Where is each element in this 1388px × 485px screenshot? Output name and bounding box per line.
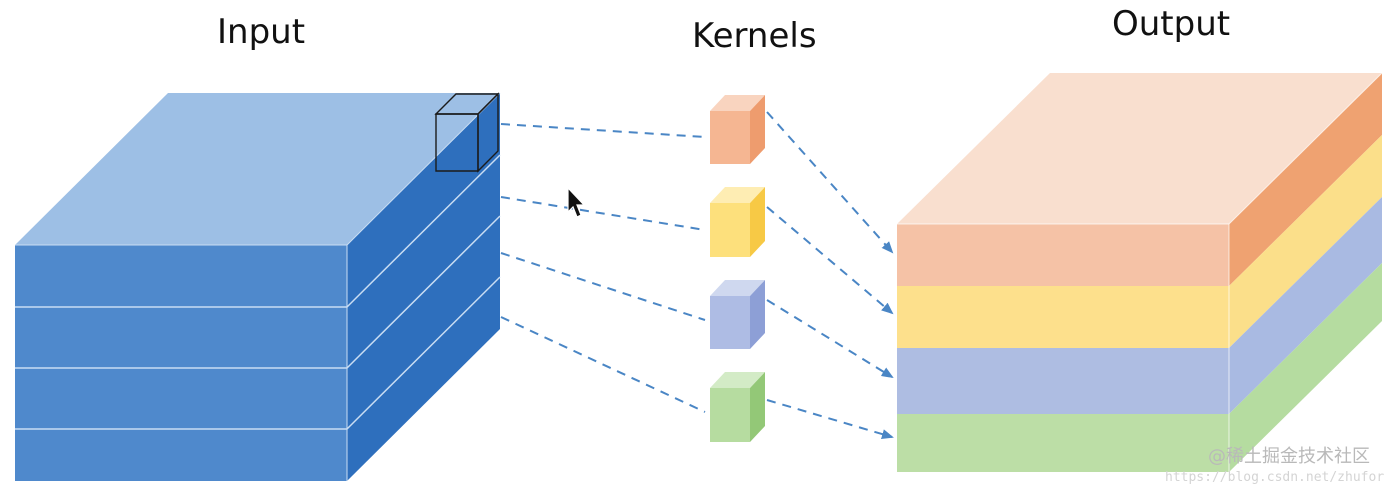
output-side-yellow [1229, 135, 1382, 348]
output-side-orange [1229, 73, 1382, 286]
kernel-to-output-arrows [766, 111, 894, 439]
input-layer-divider [346, 276, 501, 430]
input-layer-divider [346, 215, 501, 369]
output-layer-orange [897, 224, 1229, 286]
kernels-title: Kernels [692, 16, 817, 56]
input-top-face [15, 93, 500, 245]
output-layer-green [897, 414, 1229, 472]
arrow-line [766, 299, 894, 379]
watermark-url: https://blog.csdn.net/zhufor [1165, 470, 1385, 485]
watermark-label: @稀土掘金技术社区 [1208, 446, 1370, 467]
input-to-kernel-connectors [500, 123, 706, 413]
output-layer-yellow [897, 286, 1229, 348]
input-block [15, 92, 501, 481]
output-layer-blue [897, 348, 1229, 414]
kernel-orange [710, 95, 765, 164]
kernel-blue [710, 280, 765, 349]
input-side-face [347, 93, 500, 481]
output-top-face [897, 73, 1382, 224]
input-layer-divider [346, 154, 501, 308]
kernel-yellow [710, 187, 765, 257]
input-edge [346, 92, 501, 246]
connector-line [500, 196, 706, 231]
kernel-green [710, 372, 765, 442]
connector-line [500, 123, 706, 138]
arrow-line [766, 111, 894, 254]
output-side-blue [1229, 197, 1382, 414]
connector-line [500, 316, 706, 413]
receptive-field-cube [434, 92, 500, 173]
arrow-cursor-icon [567, 186, 586, 218]
input-title: Input [217, 12, 306, 52]
connector-line [500, 252, 706, 321]
output-side-green [1229, 263, 1382, 472]
input-front-face [15, 245, 347, 481]
output-block [897, 72, 1383, 472]
output-title: Output [1112, 4, 1231, 44]
arrow-line [766, 399, 894, 439]
arrow-line [766, 206, 894, 315]
